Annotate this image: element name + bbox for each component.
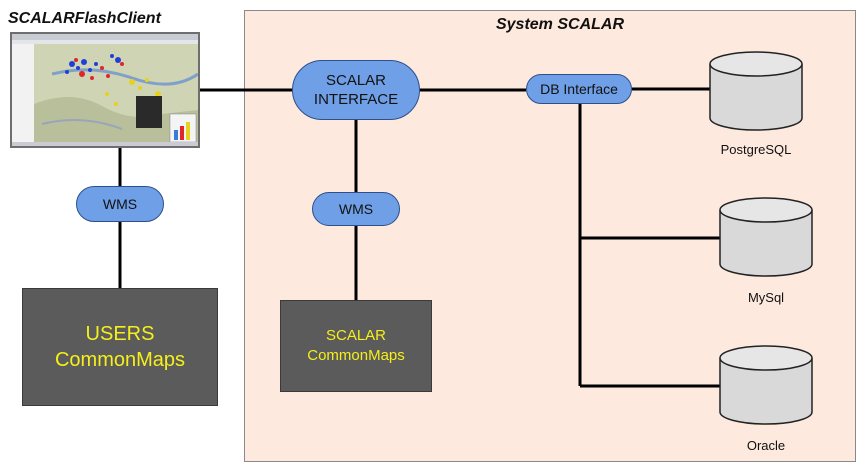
oracle-label: Oracle <box>746 438 786 453</box>
db-interface-node: DB Interface <box>526 74 632 104</box>
client-title: SCALARFlashClient <box>8 10 161 27</box>
scalar-commonmaps-line2: CommonMaps <box>307 347 405 364</box>
wms-node-client: WMS <box>76 186 164 222</box>
mysql-database-icon <box>719 197 813 277</box>
system-scalar-title: System SCALAR <box>495 16 625 33</box>
scalar-interface-line2: INTERFACE <box>313 91 399 108</box>
client-screenshot-image <box>10 32 200 148</box>
wms-node-system: WMS <box>312 192 400 226</box>
users-commonmaps-line2: CommonMaps <box>54 349 186 371</box>
scalar-interface-line1: SCALAR <box>325 72 387 89</box>
postgresql-database-icon <box>709 51 803 131</box>
users-commonmaps-box: USERS CommonMaps <box>22 288 218 406</box>
users-commonmaps-line1: USERS <box>85 323 155 345</box>
mysql-label: MySql <box>747 290 785 305</box>
scalar-interface-node: SCALAR INTERFACE <box>292 60 420 120</box>
oracle-database-icon <box>719 345 813 425</box>
scalar-commonmaps-box: SCALAR CommonMaps <box>280 300 432 392</box>
scalar-commonmaps-line1: SCALAR <box>325 327 387 344</box>
postgresql-label: PostgreSQL <box>720 142 792 157</box>
